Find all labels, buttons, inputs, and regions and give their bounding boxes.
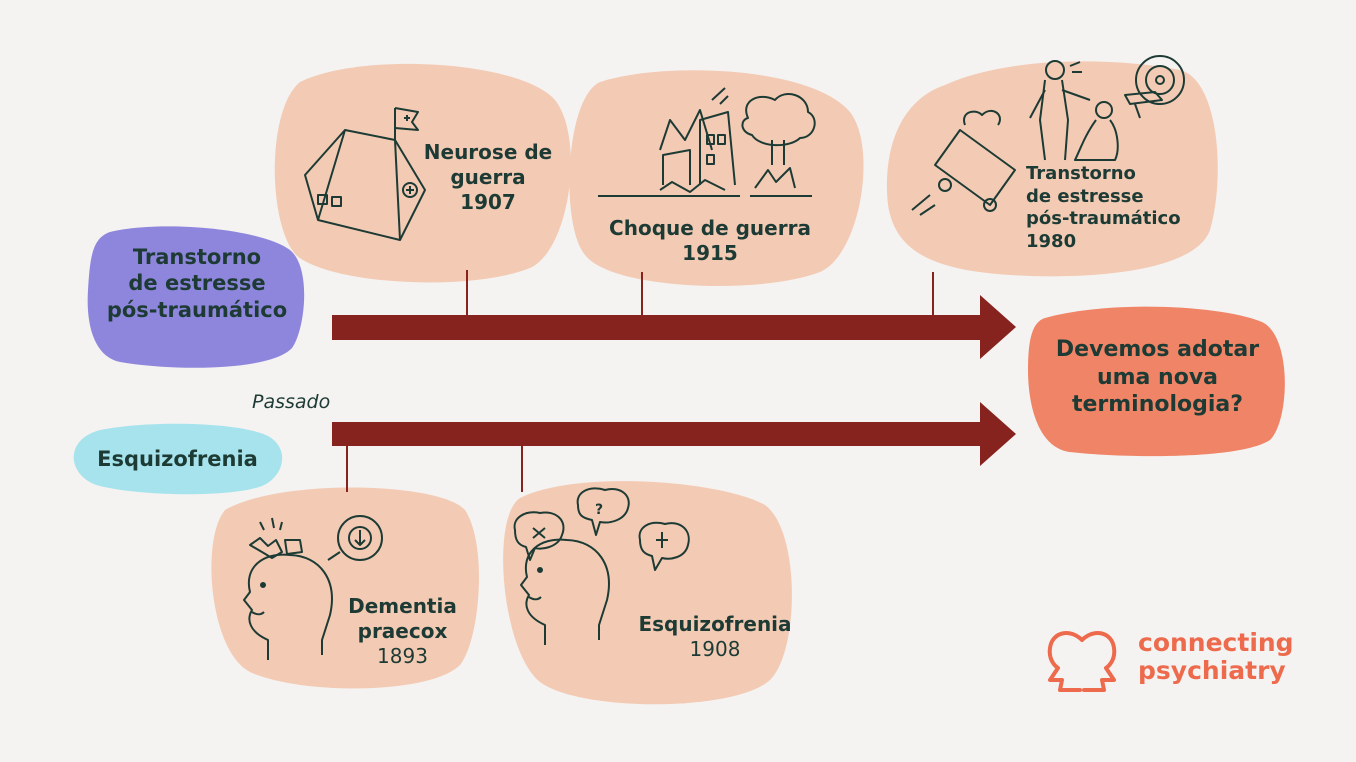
event-blob-1908 [503,481,792,705]
event-1915: Choque de guerra 1915 [590,216,830,266]
schizophrenia-timeline-arrow [332,402,1016,466]
event-name: Esquizofrenia [638,612,792,636]
question-blob [1028,306,1285,457]
event-name: Dementia praecox [348,594,457,643]
event-year: 1915 [682,241,738,265]
brand-logo: connecting psychiatry [1138,629,1294,684]
ptsd-timeline-arrow [332,295,1016,359]
event-year: 1907 [460,190,516,214]
event-name: Neurose de guerra [423,140,553,189]
timeline-ticks [346,270,934,492]
event-year: 1908 [689,637,741,661]
event-1980: Transtorno de estresse pós-traumático 19… [1026,163,1206,253]
schizophrenia-category-blob [73,423,283,495]
schizophrenia-category-label: Esquizofrenia [97,447,258,471]
logo-line-1: connecting [1138,628,1294,657]
event-1907: Neurose de guerra 1907 [418,140,558,215]
logo-line-2: psychiatry [1138,655,1286,685]
event-name: Transtorno de estresse pós-traumático [1026,163,1181,229]
tent-icon [304,107,426,241]
event-blob-1915 [569,70,864,287]
trauma-scenes-icon [911,55,1185,216]
connecting-psychiatry-logo-icon [1047,631,1117,692]
event-blob-1893 [211,487,479,689]
event-1908: Esquizofrenia 1908 [625,612,805,662]
ptsd-category-label: Transtorno de estresse pós-traumático [106,245,288,322]
question-text: Devemos adotar uma nova terminologia? [1055,337,1260,417]
event-name: Choque de guerra [609,216,811,240]
event-year: 1980 [1026,230,1077,252]
ptsd-category-blob [87,226,305,368]
head-brains-icon: ? [513,487,690,645]
event-year: 1893 [377,644,428,668]
head-puzzle-icon [243,515,383,660]
past-label: Passado [252,391,331,413]
event-blob-1980 [886,61,1218,277]
event-1893: Dementia praecox 1893 [340,594,465,669]
svg-text:?: ? [595,502,603,518]
explosion-ruins-icon [598,87,816,197]
